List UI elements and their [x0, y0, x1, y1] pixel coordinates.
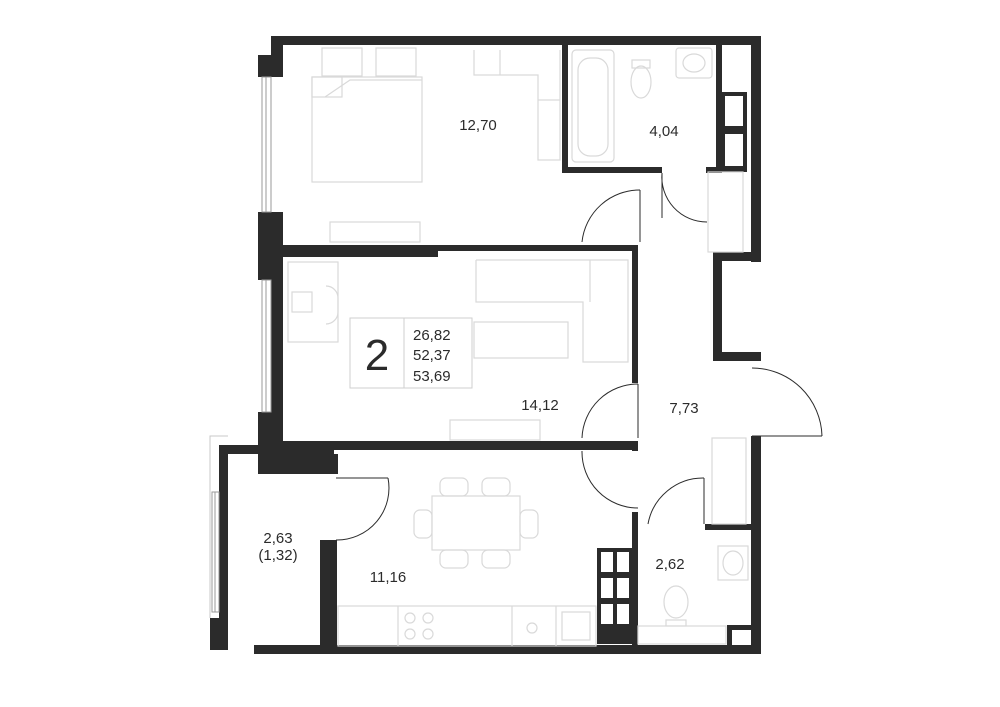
toilet-area: 2,62	[655, 556, 684, 573]
kitchen-area: 11,16	[370, 569, 406, 586]
bathroom-area: 4,04	[649, 123, 678, 140]
balcony-reduced-area: (1,32)	[258, 547, 297, 564]
walls	[210, 36, 761, 654]
balcony-area: 2,63	[263, 530, 292, 547]
summary-badge: 2 26,82 52,37 53,69	[349, 317, 473, 389]
living-area-total: 26,82	[413, 327, 451, 344]
windows	[209, 76, 272, 618]
total-area-with-balcony: 53,69	[413, 368, 451, 385]
room-area-labels: 12,70 4,04 14,12 7,73 2,63 (1,32) 11,16 …	[258, 117, 698, 586]
doors	[335, 172, 823, 541]
furniture	[287, 47, 749, 647]
rooms-count: 2	[365, 331, 389, 380]
bedroom-area: 12,70	[459, 117, 497, 134]
hallway-area: 7,73	[669, 400, 698, 417]
total-area: 52,37	[413, 347, 451, 364]
living-room-area: 14,12	[521, 397, 559, 414]
